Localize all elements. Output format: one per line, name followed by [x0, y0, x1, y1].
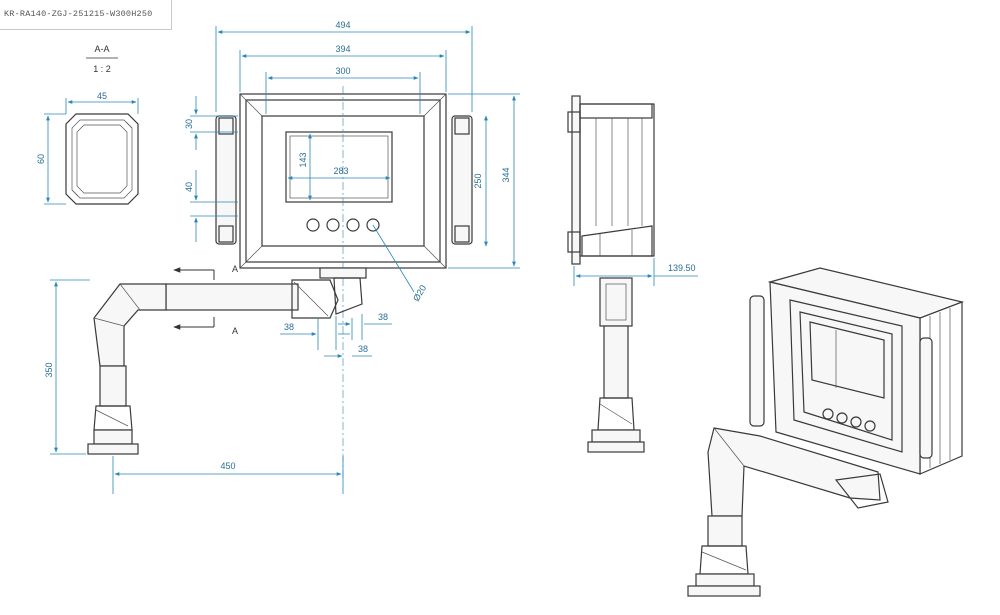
section-label: A-A 1 : 2 [86, 44, 118, 74]
dim-spacing-c: 38 [358, 344, 368, 354]
dim-overall-height: 344 [501, 167, 511, 182]
stand-dimensions: 350 450 38 38 38 [44, 279, 392, 494]
front-view [215, 86, 473, 480]
stand-arm [87, 267, 367, 455]
dim-spacing-b: 38 [378, 312, 388, 322]
section-arrows: A A [173, 264, 238, 336]
dim-button-offset: 40 [184, 182, 194, 192]
side-dimensions: 139.50 [573, 258, 698, 286]
section-scale: 1 : 2 [93, 64, 111, 74]
section-marker-bottom: A [232, 326, 238, 336]
dim-spacing-a: 38 [284, 322, 294, 332]
section-marker-top: A [232, 264, 238, 274]
title-block: KR-RA140-ZGJ-251215-W300H250 [0, 0, 172, 30]
dim-stand-reach: 450 [220, 461, 235, 471]
side-view [567, 95, 655, 453]
isometric-view [687, 267, 965, 597]
dim-frame-width: 394 [335, 44, 350, 54]
profile-dimensions: 45 60 [36, 91, 139, 205]
part-number: KR-RA140-ZGJ-251215-W300H250 [4, 9, 153, 19]
dim-profile-height: 60 [36, 154, 46, 164]
dim-frame-height: 250 [473, 173, 483, 188]
dim-window-inner-width: 283 [333, 166, 348, 176]
dim-overall-width: 494 [335, 20, 350, 30]
dim-button-diameter: Ø20 [411, 283, 428, 303]
section-name: A-A [94, 44, 109, 54]
dim-side-depth: 139.50 [668, 263, 696, 273]
dim-profile-width: 45 [97, 91, 107, 101]
profile-section [65, 113, 139, 205]
dim-window-height: 143 [298, 152, 308, 167]
dim-top-margin: 30 [184, 119, 194, 129]
dim-stand-height: 350 [44, 362, 54, 377]
dim-window-width: 300 [335, 66, 350, 76]
